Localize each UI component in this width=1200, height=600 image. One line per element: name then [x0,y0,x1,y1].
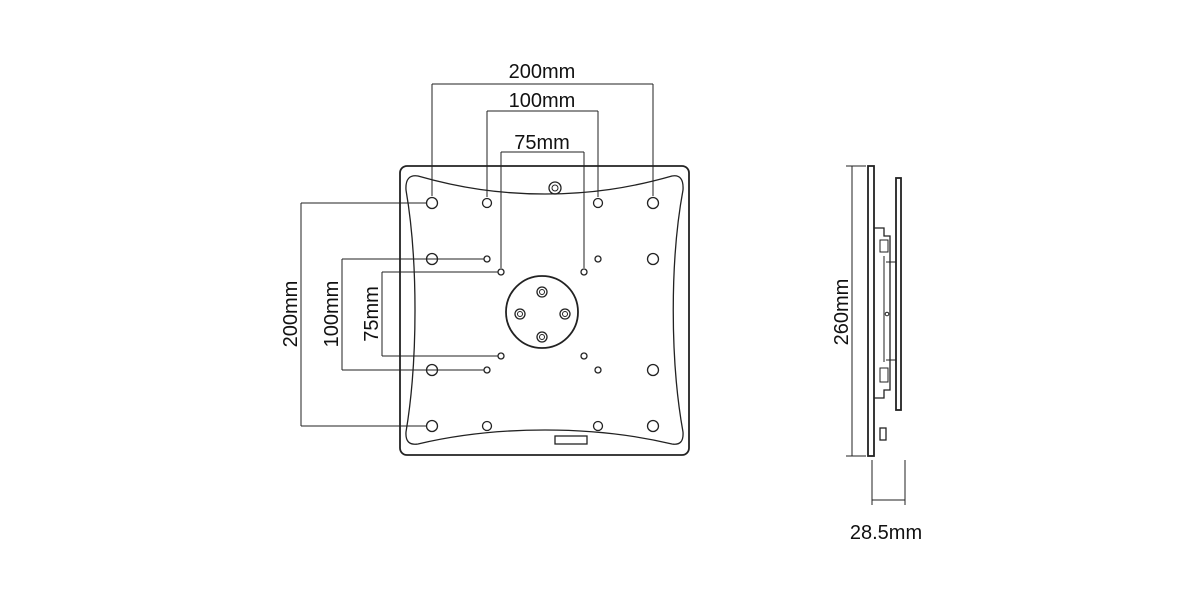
hole-200-tr [646,196,660,210]
dim-label-left-75: 75mm [361,286,383,342]
dim-label-side-height: 260mm [831,279,853,346]
hub-hole-right-inner [562,311,568,317]
front-view: 200mm 100mm 75mm 200mm 100mm [280,61,690,456]
side-pivot-pin [884,311,890,317]
hole-200-mr2 [646,363,660,377]
hole-100-ml2 [483,366,491,374]
hole-100-tr [592,197,604,209]
hub-hole-left [514,308,526,320]
dim-label-top-75: 75mm [514,132,570,154]
hole-200-br [646,419,660,433]
side-monitor-plate [895,177,902,411]
top-tab-hole-inner [551,184,559,192]
front-plate-outline [399,165,690,456]
hole-100-ml1 [483,255,491,263]
hub-hole-right [559,308,571,320]
hole-200-bl [425,419,439,433]
hole-100-mr2 [594,366,602,374]
dim-label-top-100: 100mm [509,90,576,112]
left-dimension-100mm: 100mm [321,258,484,371]
side-dimension-depth: 28.5mm [850,460,922,544]
hole-200-mr1 [646,252,660,266]
hole-pattern-100mm [481,197,604,432]
dim-label-top-200: 200mm [509,61,576,83]
hub-hole-bottom [536,331,548,343]
hole-75-tl [497,268,505,276]
hole-200-tl [425,196,439,210]
hub-hole-bottom-inner [539,334,545,340]
top-dimension-75mm: 75mm [500,132,585,268]
hole-75-tr [580,268,588,276]
dim-label-left-100: 100mm [321,281,343,348]
side-bracket-bottom-block [879,367,889,383]
dim-label-side-depth: 28.5mm [850,522,922,544]
left-dimension-75mm: 75mm [361,271,498,357]
side-wall-plate [867,165,875,457]
hub-outer [505,275,579,349]
hole-pattern-200mm [425,196,660,433]
hole-75-br [580,352,588,360]
hole-75-bl [497,352,505,360]
side-bracket [874,227,891,399]
hub-hole-left-inner [517,311,523,317]
side-bottom-knob [879,427,887,441]
hub-hole-top-inner [539,289,545,295]
left-dimension-200mm: 200mm [280,202,426,427]
side-dimension-height: 260mm [831,165,866,457]
hole-100-bl [481,420,493,432]
bottom-latch [554,435,588,445]
side-bracket-top-block [879,239,889,253]
hole-100-br [592,420,604,432]
side-view: 260mm 28.5mm [831,165,922,544]
front-inner-plate [405,175,684,445]
hub-hole-top [536,286,548,298]
dim-label-left-200: 200mm [280,281,302,348]
hole-pattern-75mm [497,268,588,360]
center-hub [505,275,579,349]
hole-100-mr1 [594,255,602,263]
top-dimension-100mm: 100mm [486,90,599,197]
top-dimension-200mm: 200mm [431,61,654,196]
top-tab-hole [548,181,562,195]
hole-100-tl [481,197,493,209]
